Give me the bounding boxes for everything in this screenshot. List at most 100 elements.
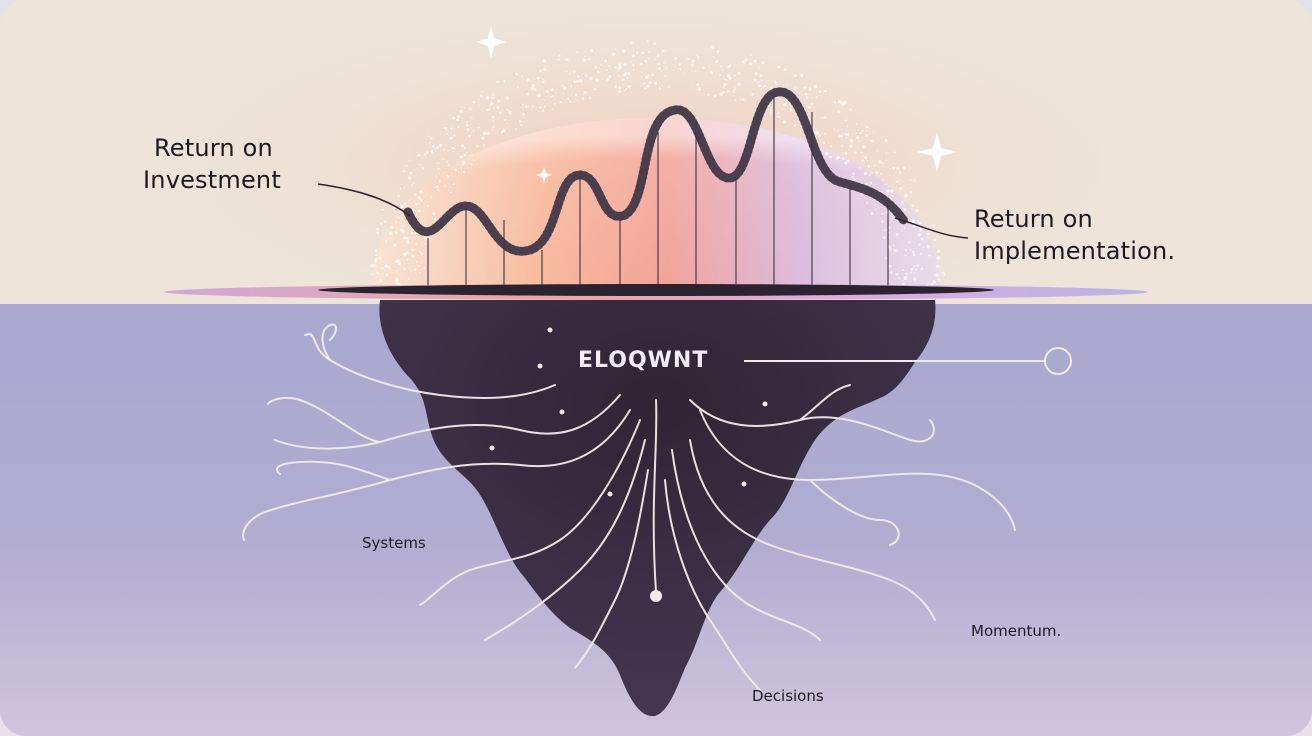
speckle	[937, 249, 941, 254]
speckle	[664, 75, 667, 78]
speckle	[803, 86, 806, 89]
speckle	[910, 179, 912, 181]
speckle	[409, 159, 411, 161]
speckle	[698, 87, 702, 91]
speckle	[726, 90, 729, 93]
speckle	[855, 132, 858, 134]
speckle	[376, 258, 379, 260]
speckle	[375, 266, 377, 268]
speckle	[397, 282, 401, 286]
speckle	[734, 99, 737, 102]
speckle	[647, 74, 650, 77]
speckle	[425, 243, 427, 245]
speckle	[621, 49, 625, 53]
brand-label: ELOQWNT	[578, 348, 709, 373]
speckle	[379, 279, 383, 283]
speckle	[479, 104, 481, 106]
speckle	[882, 179, 884, 182]
speckle	[606, 78, 610, 81]
speckle	[517, 86, 520, 89]
speckle	[850, 138, 854, 143]
speckle	[595, 78, 599, 82]
speckle	[492, 94, 495, 96]
speckle	[436, 185, 439, 188]
speckle	[435, 175, 437, 178]
speckle	[405, 251, 408, 254]
speckle	[405, 240, 410, 244]
speckle	[885, 257, 887, 260]
speckle	[840, 135, 844, 138]
speckle	[904, 249, 908, 252]
speckle	[692, 87, 694, 89]
speckle	[472, 130, 475, 132]
speckle	[881, 191, 884, 193]
speckle	[459, 109, 463, 113]
speckle	[608, 65, 611, 67]
speckle	[644, 87, 647, 90]
speckle	[918, 228, 922, 232]
speckle	[503, 80, 506, 83]
speckle	[653, 42, 656, 46]
speckle	[661, 49, 665, 53]
speckle	[399, 210, 402, 213]
speckle	[492, 125, 495, 128]
roi-leader-line	[317, 183, 411, 217]
speckle	[837, 129, 839, 132]
speckle	[381, 267, 384, 270]
speckle	[920, 237, 924, 241]
speckle	[553, 102, 556, 105]
speckle	[708, 65, 711, 68]
speckle	[761, 61, 765, 65]
speckle	[813, 84, 817, 89]
speckle	[911, 204, 914, 207]
speckle	[428, 237, 431, 240]
speckle	[452, 116, 456, 120]
speckle	[486, 108, 489, 112]
speckle	[865, 125, 869, 129]
speckle	[892, 166, 896, 170]
speckle	[522, 113, 525, 116]
speckle	[938, 256, 941, 259]
speckle	[470, 107, 472, 109]
speckle	[749, 54, 752, 56]
speckle	[563, 86, 566, 90]
speckle	[402, 226, 405, 228]
speckle	[457, 115, 461, 118]
speckle	[770, 106, 772, 108]
speckle	[403, 202, 407, 206]
speckle	[726, 78, 728, 81]
sparkle-icon	[476, 26, 957, 183]
speckle	[769, 108, 773, 112]
speckle	[526, 78, 530, 82]
speckle	[726, 74, 731, 78]
speckle	[909, 248, 912, 251]
speckle	[414, 202, 417, 206]
speckle	[687, 57, 690, 61]
speckle	[476, 145, 479, 148]
speckle	[422, 210, 424, 212]
speckle	[450, 136, 453, 140]
label-decisions: Decisions	[752, 687, 824, 705]
speckle	[863, 171, 868, 176]
speckle	[899, 187, 902, 190]
iceberg-dots	[489, 327, 768, 497]
speckle	[452, 150, 454, 153]
speckle	[758, 84, 762, 88]
speckle	[889, 248, 892, 251]
speckle	[904, 254, 907, 257]
speckle	[910, 267, 914, 271]
speckle	[646, 85, 648, 88]
speckle	[713, 56, 715, 58]
speckle	[408, 176, 412, 180]
speckle	[415, 261, 418, 263]
right-label-line2: Implementation.	[974, 237, 1176, 265]
speckle	[370, 264, 374, 268]
speckle	[928, 254, 931, 257]
speckle	[533, 87, 537, 91]
speckle	[852, 172, 855, 175]
speckle	[823, 116, 827, 119]
speckle	[424, 237, 428, 241]
speckle	[846, 133, 850, 136]
speckle	[375, 254, 378, 257]
speckle	[449, 191, 452, 194]
